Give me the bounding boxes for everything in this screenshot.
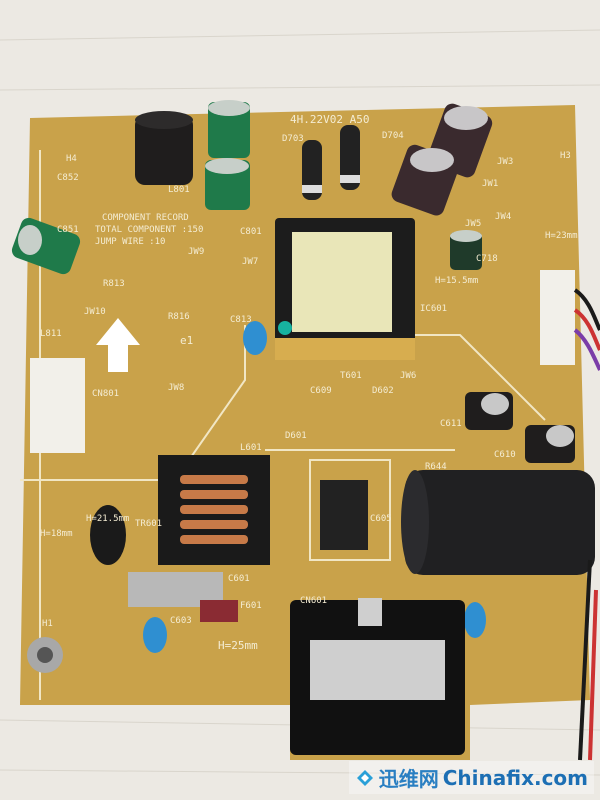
- label-d602: D602: [372, 386, 394, 396]
- chinafix-logo-icon: [356, 769, 373, 786]
- label-d704: D704: [382, 131, 404, 141]
- label-h1: H1: [42, 619, 53, 629]
- choke-l601: [158, 455, 270, 565]
- label-cn801: CN801: [92, 389, 120, 399]
- label-jw5: JW5: [465, 219, 482, 229]
- label-l601: L601: [240, 443, 262, 453]
- label-jw8: JW8: [168, 383, 185, 393]
- label-t601: T601: [340, 371, 362, 381]
- label-r644: R644: [425, 462, 447, 472]
- label-jw9: JW9: [188, 247, 205, 257]
- label-c801: C801: [240, 227, 262, 237]
- label-jw1: JW1: [482, 179, 499, 189]
- label-l801: L801: [168, 185, 190, 195]
- label-c605: C605: [370, 514, 392, 524]
- label-h25: H=25mm: [218, 639, 258, 652]
- label-c609: C609: [310, 386, 332, 396]
- board-model-label: 4H.22V02 A50: [290, 113, 370, 126]
- label-r816: R816: [168, 312, 190, 322]
- capacitor-blue-c813: [243, 321, 267, 355]
- label-jw4: JW4: [495, 212, 512, 222]
- thermistor-tr601: [90, 505, 126, 565]
- label-d601: D601: [285, 431, 307, 441]
- watermark: 迅维网 Chinafix.com: [348, 761, 594, 794]
- label-h18: H=18mm: [40, 529, 73, 539]
- label-cn601: CN601: [300, 596, 328, 606]
- label-l811: L811: [40, 329, 62, 339]
- diode-d704: [340, 125, 360, 190]
- label-h215: H=21.5mm: [86, 514, 130, 524]
- label-h3: H3: [560, 151, 571, 161]
- capacitor-c851: [11, 217, 81, 275]
- capacitor-c611: [465, 392, 513, 430]
- label-c603: C603: [170, 616, 192, 626]
- fuse-f601: [200, 600, 238, 622]
- connector-right: [540, 270, 575, 365]
- record-jump: JUMP WIRE :10: [95, 237, 166, 247]
- capacitor-bulk: [401, 470, 595, 575]
- capacitor-green-2: [205, 158, 250, 210]
- arrow-up-icon: [96, 318, 140, 372]
- choke-l801: [135, 111, 193, 185]
- bridge-rectifier: [320, 480, 368, 550]
- label-jw10: JW10: [84, 307, 106, 317]
- label-r813: R813: [103, 279, 125, 289]
- label-jw7: JW7: [242, 257, 259, 267]
- label-jw3: JW3: [497, 157, 514, 167]
- capacitor-blue-c603: [143, 617, 167, 653]
- ac-inlet-cn601: [290, 598, 465, 755]
- label-c813: C813: [230, 315, 252, 325]
- label-c718: C718: [476, 254, 498, 264]
- capacitor-c718: [450, 230, 482, 270]
- capacitor-green-1: [208, 100, 250, 158]
- label-d703: D703: [282, 134, 304, 144]
- watermark-site: Chinafix.com: [442, 765, 588, 790]
- watermark-brand: 迅维网: [378, 767, 439, 791]
- label-tr601: TR601: [135, 519, 163, 529]
- label-f601: F601: [240, 601, 262, 611]
- capacitor-blue-right: [464, 602, 486, 638]
- record-title: COMPONENT RECORD: [102, 213, 189, 223]
- label-jw6: JW6: [400, 371, 417, 381]
- label-h155: H=15.5mm: [435, 276, 479, 286]
- label-c851: C851: [57, 225, 79, 235]
- record-total: TOTAL COMPONENT :150: [95, 225, 204, 235]
- capacitor-c610: [525, 425, 575, 463]
- capacitor-black-2: [391, 144, 460, 216]
- label-c610: C610: [494, 450, 516, 460]
- label-ic601: IC601: [420, 304, 448, 314]
- connector-cn801: [30, 358, 85, 453]
- diode-d703: [302, 140, 322, 200]
- transformer-t601: [275, 218, 415, 360]
- label-h4: H4: [66, 154, 77, 164]
- label-c611: C611: [440, 419, 462, 429]
- wires: [573, 288, 600, 761]
- label-h23: H=23mm: [545, 231, 578, 241]
- label-c852: C852: [57, 173, 79, 183]
- ground-lug: [27, 637, 63, 673]
- label-c601: C601: [228, 574, 250, 584]
- e-mark-label: e1: [180, 334, 194, 347]
